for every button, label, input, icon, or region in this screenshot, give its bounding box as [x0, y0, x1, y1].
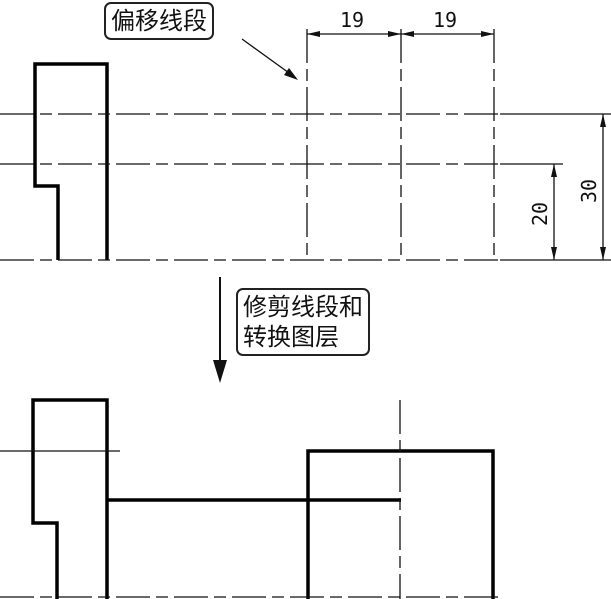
dim-arrow [600, 114, 606, 127]
dim-arrow [307, 31, 320, 37]
callout-offset-text: 偏移线段 [111, 7, 207, 35]
callout-trim-text-1: 修剪线段和 [243, 293, 363, 321]
part-outline-left [31, 398, 109, 599]
process-arrowhead [213, 360, 227, 383]
callout-trim-text-2: 转换图层 [243, 323, 339, 351]
dim-arrow [600, 247, 606, 260]
dim-arrow [481, 31, 494, 37]
dim-arrow [401, 31, 414, 37]
callout-offset-line: 偏移线段 [104, 2, 214, 40]
top-view-before: 19 19 20 30 [0, 8, 611, 261]
callout-trim-convert: 修剪线段和 转换图层 [236, 288, 370, 356]
dim-text-19a: 19 [340, 8, 364, 32]
dim-arrow [388, 31, 401, 37]
dim-text-20: 20 [528, 202, 552, 226]
dim-arrow [551, 164, 557, 177]
dim-text-30: 30 [577, 179, 601, 203]
part-outline-top [33, 62, 109, 260]
leader-arrowhead [284, 68, 298, 80]
dim-arrow [551, 247, 557, 260]
dim-text-19b: 19 [433, 8, 457, 32]
bottom-view-after [0, 398, 500, 599]
